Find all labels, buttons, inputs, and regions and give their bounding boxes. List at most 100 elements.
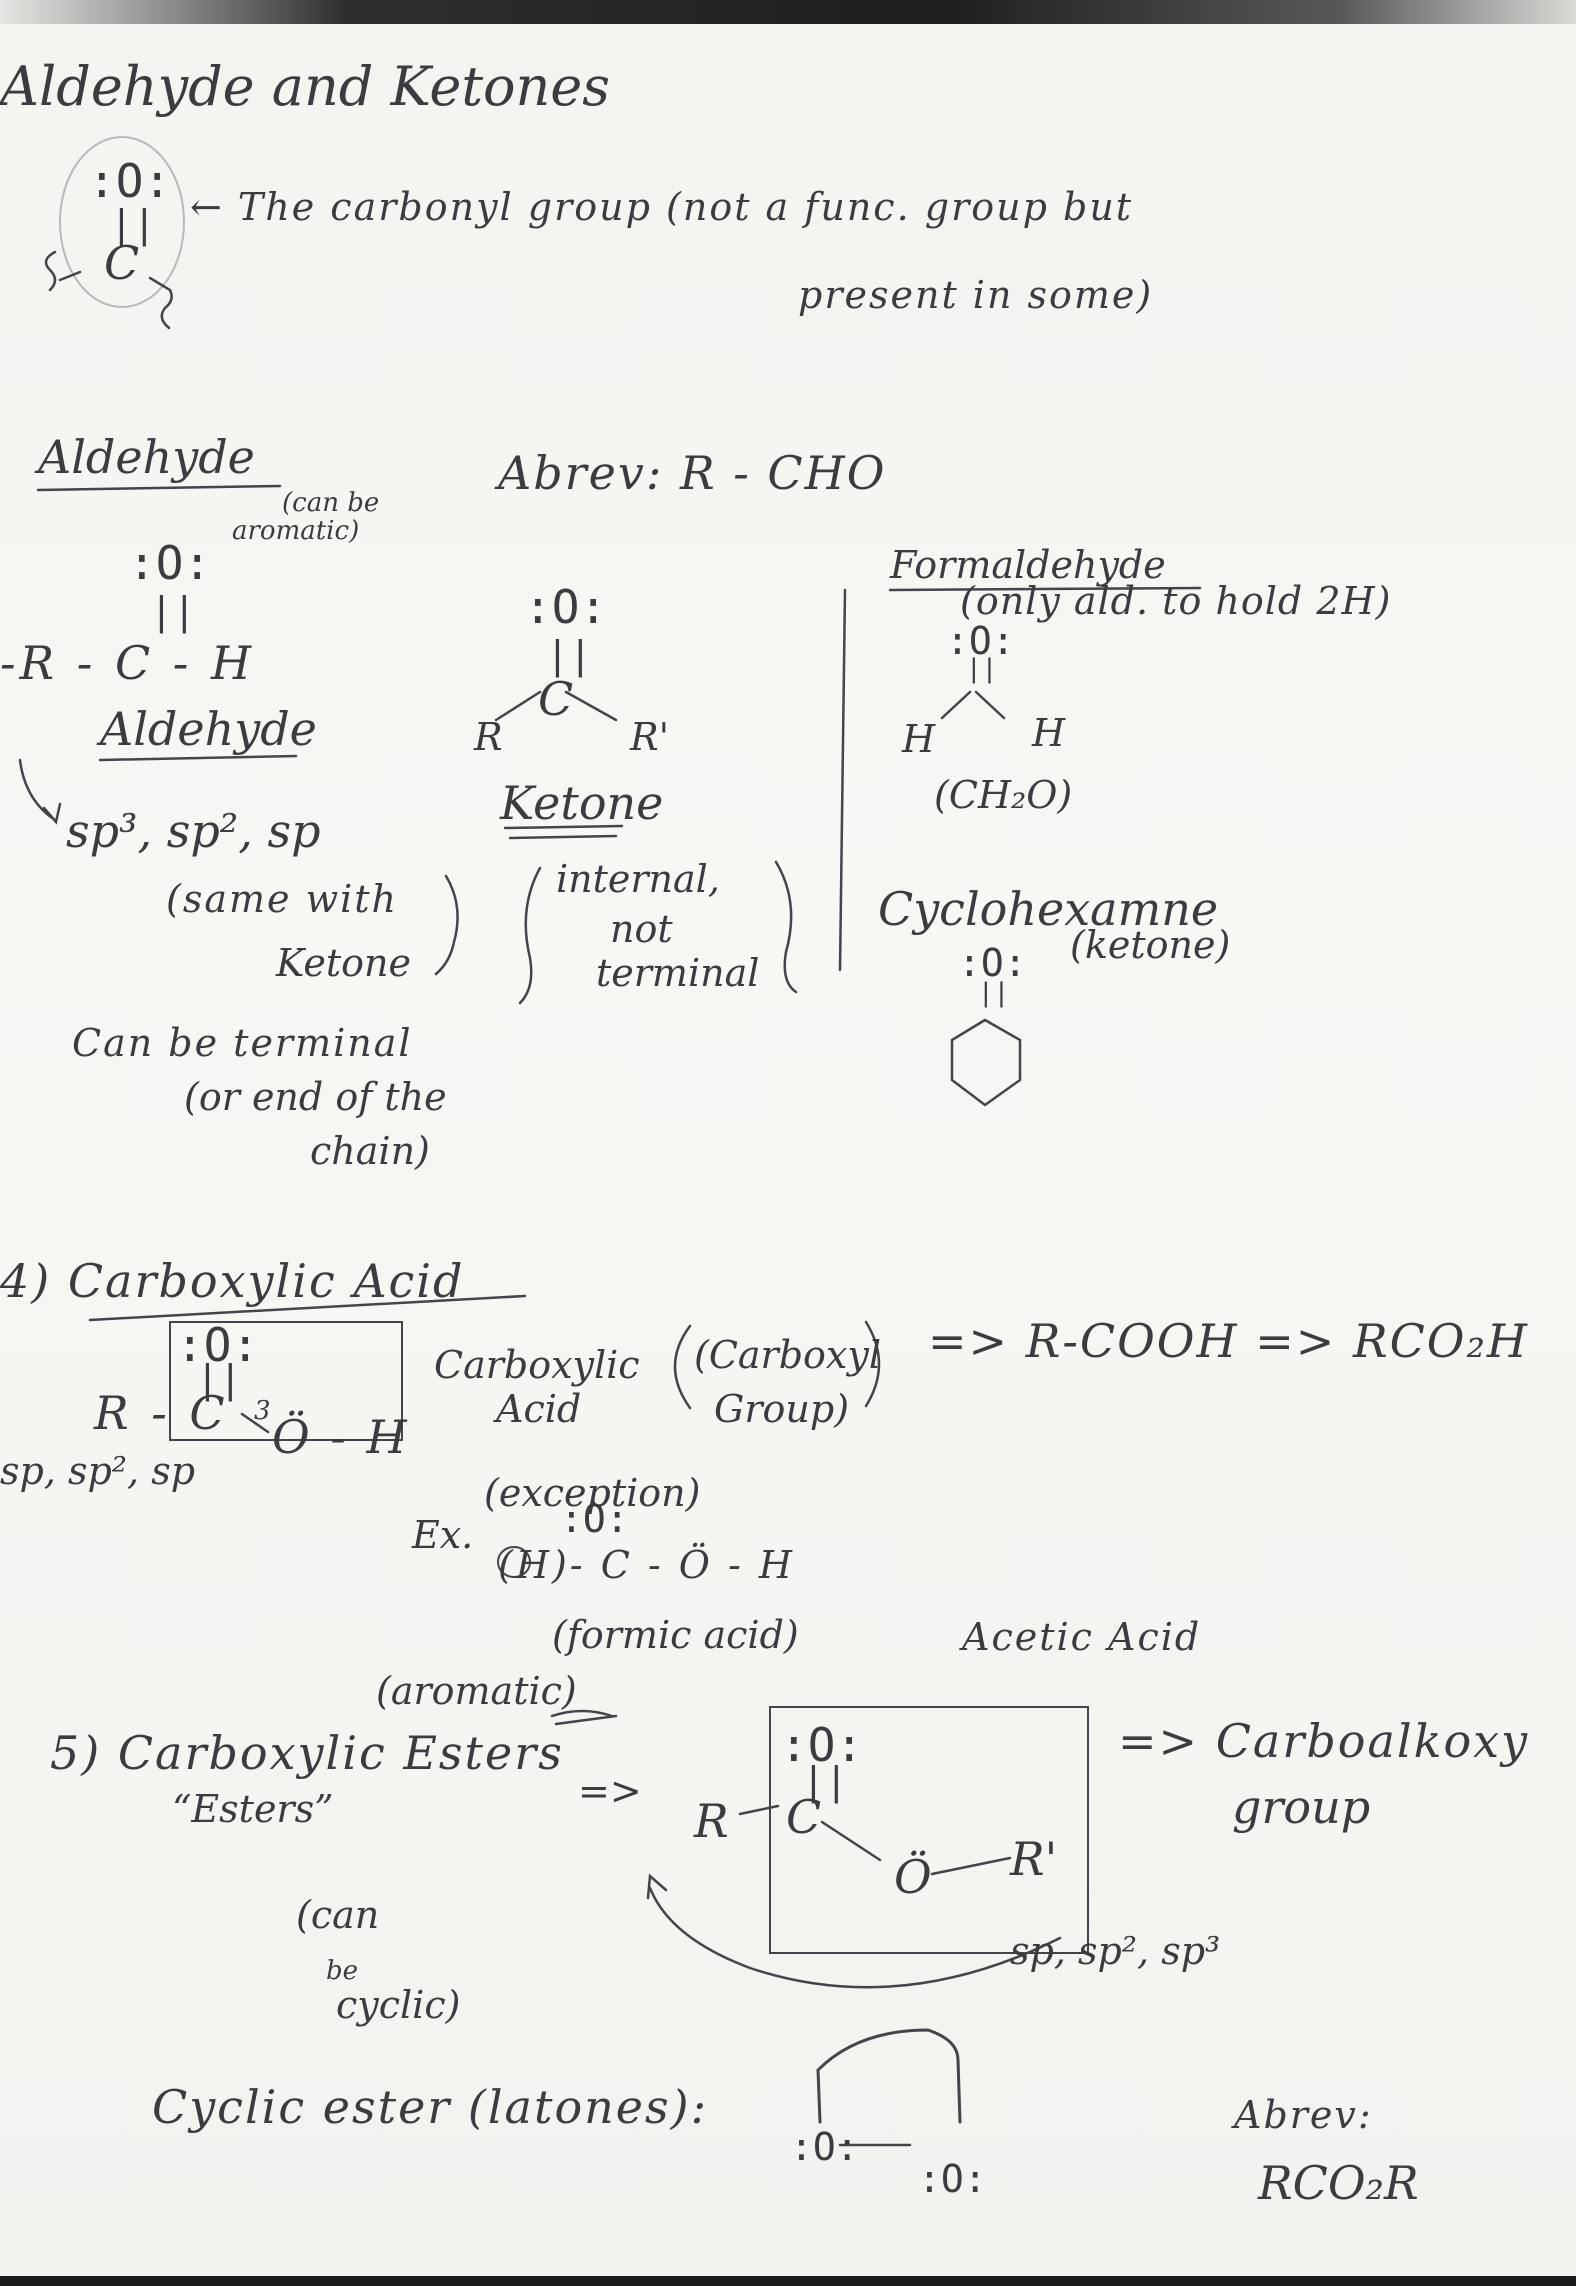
- formaldehyde-bond-left: [940, 690, 972, 720]
- can-be-terminal-line3: chain): [310, 1129, 430, 1173]
- carboxylic-acid-heading: 4) Carboxylic Acid: [0, 1254, 465, 1308]
- lactone-carbonyl-oxygen: :O:: [918, 2157, 987, 2201]
- lactone-ring-oxygen: :O:: [790, 2125, 859, 2169]
- aldehyde-can-be-line1: (can be: [282, 488, 380, 518]
- ketone-note-line2: not: [610, 907, 673, 951]
- page-title: Aldehyde and Ketones: [0, 55, 610, 118]
- carboxylic-formula: R - C: [94, 1386, 229, 1440]
- can-be-terminal-line2: (or end of the: [184, 1075, 447, 1119]
- ketone-label: Ketone: [500, 776, 664, 830]
- ester-carbon: C: [786, 1790, 822, 1844]
- ester-alias: “Esters”: [172, 1787, 334, 1831]
- ester-aromatic-note: (aromatic): [376, 1669, 577, 1713]
- lactone-ring: [816, 2028, 962, 2124]
- ketone-note-line3: terminal: [596, 951, 760, 995]
- carboxylic-formula-chain: => R-COOH => RCO₂H: [928, 1314, 1530, 1368]
- ester-r: R: [694, 1794, 729, 1848]
- cyclohexanone-double-bond: ||: [978, 978, 1010, 1008]
- formic-oxygen: :O:: [560, 1497, 629, 1541]
- carboxyl-group-line1: (Carboxyl: [694, 1333, 881, 1377]
- ketone-oxygen: :O:: [524, 580, 608, 634]
- carbonyl-highlight-circle: [59, 136, 185, 308]
- aldehyde-label-underline: [98, 754, 298, 762]
- carbonyl-description-line2: present in some): [798, 273, 1154, 317]
- ketone-label-underline: [503, 824, 624, 840]
- ketone-note-line1: internal,: [556, 857, 720, 901]
- same-with-line2: Ketone: [276, 941, 411, 985]
- carboxylic-hydroxyl: Ö - H: [272, 1410, 410, 1464]
- ester-double-bond: ||: [802, 1759, 848, 1803]
- carbonyl-double-bond: ||: [110, 202, 156, 246]
- cyclohexanone-ring: [950, 1018, 1022, 1107]
- ester-cyclic-line2: be: [326, 1956, 359, 1986]
- carboxyl-box: [169, 1321, 403, 1441]
- ester-abbrev-label: Abrev:: [1234, 2093, 1373, 2137]
- ester-oxygen-double: :O:: [780, 1718, 864, 1772]
- vertical-divider-line: [838, 588, 847, 972]
- carboxylic-superscript: 3: [254, 1396, 271, 1426]
- formaldehyde-double-bond: ||: [966, 654, 998, 684]
- carboxylic-label-line1: Carboxylic: [434, 1343, 640, 1387]
- ketone-r-right: R': [630, 715, 670, 759]
- formic-example-prefix: Ex.: [412, 1513, 474, 1557]
- ester-abbrev-formula: RCO₂R: [1258, 2156, 1419, 2210]
- ester-bond-c-o: [820, 1820, 882, 1862]
- carboxyl-group-paren-left: [673, 1324, 692, 1410]
- aldehyde-oxygen: :O:: [128, 536, 212, 590]
- carboxylic-hybridization: sp, sp², sp: [0, 1449, 196, 1493]
- formaldehyde-h-left: H: [902, 717, 936, 761]
- ketone-carbon: C: [538, 672, 574, 726]
- formaldehyde-note: (only ald. to hold 2H): [960, 579, 1392, 623]
- aldehyde-hybridization: sp³, sp², sp: [66, 804, 321, 858]
- acetic-acid-label: Acetic Acid: [962, 1615, 1202, 1659]
- ketone-bracket-left: [518, 866, 542, 1005]
- formaldehyde-h-right: H: [1032, 711, 1066, 755]
- formaldehyde-heading-underline: [888, 586, 1202, 592]
- same-with-bracket: [434, 874, 459, 976]
- aldehyde-label: Aldehyde: [100, 702, 317, 756]
- ketone-bracket-right: [774, 860, 798, 994]
- ester-hybridization: sp, sp², sp³: [1010, 1929, 1221, 1973]
- scan-top-edge: [0, 0, 1576, 24]
- ketone-r-left: R: [474, 715, 503, 759]
- aldehyde-heading-underline: [36, 484, 282, 492]
- cyclohexanone-heading: Cyclohexamne: [878, 882, 1219, 936]
- ester-cyclic-line3: cyclic): [336, 1983, 461, 2027]
- formaldehyde-heading: Formaldehyde: [890, 543, 1166, 587]
- same-with-line1: (same with: [166, 877, 399, 921]
- carbonyl-oxygen: :O:: [88, 154, 172, 208]
- ester-bond-o-r: [930, 1856, 1012, 1876]
- formic-hydrogen-circle: [497, 1546, 531, 1578]
- formic-formula: (H)- C - Ö - H: [498, 1543, 796, 1587]
- aldehyde-can-be-line2: aromatic): [232, 516, 360, 546]
- can-be-terminal-line1: Can be terminal: [72, 1021, 413, 1065]
- aldehyde-abbreviation: Abrev: R - CHO: [498, 446, 887, 500]
- ester-carboalkoxy-line2: group: [1232, 1780, 1371, 1834]
- ester-cyclic-line1: (can: [296, 1893, 380, 1937]
- carboxylic-heading-underline: [88, 1294, 527, 1322]
- aldehyde-heading: Aldehyde: [38, 430, 255, 484]
- carboxylic-oxygen: :O:: [176, 1318, 260, 1372]
- carboxylic-double-bond: ||: [196, 1357, 242, 1401]
- ester-carboalkoxy-line1: => Carboalkoxy: [1118, 1714, 1530, 1768]
- cyclohexanone-note: (ketone): [1070, 923, 1231, 967]
- formaldehyde-oxygen: :O:: [946, 619, 1015, 663]
- ester-box: [769, 1706, 1089, 1954]
- ester-curved-arrow: [646, 1873, 1062, 1989]
- crossed-out-word: [550, 1709, 618, 1726]
- scan-bottom-edge: [0, 2276, 1576, 2286]
- aldehyde-formula: -R - C - H: [0, 636, 256, 690]
- formaldehyde-bond-right: [974, 690, 1006, 720]
- cyclohexanone-oxygen: :O:: [958, 941, 1027, 985]
- ester-r-prime: R': [1010, 1832, 1058, 1886]
- aldehyde-curved-arrow: [18, 758, 62, 825]
- formaldehyde-formula: (CH₂O): [934, 773, 1073, 817]
- ketone-bond-left: [494, 690, 542, 722]
- aldehyde-double-bond: ||: [150, 589, 196, 633]
- ester-single-oxygen: Ö: [894, 1850, 932, 1904]
- ketone-double-bond: ||: [546, 633, 592, 677]
- ester-arrow: =>: [578, 1769, 642, 1813]
- carboxyl-group-line2: Group): [714, 1387, 850, 1431]
